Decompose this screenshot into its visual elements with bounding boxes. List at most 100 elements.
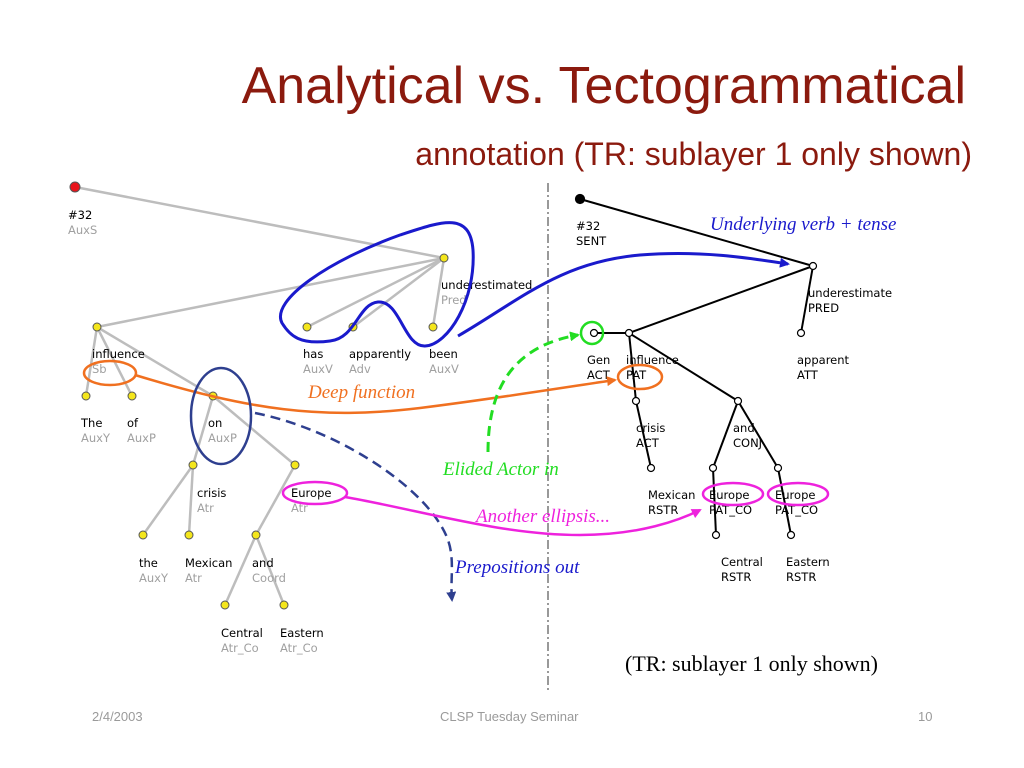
func-eastern: Atr_Co <box>280 641 318 655</box>
note-underlying: Underlying verb + tense <box>710 214 896 235</box>
label-root: #32 <box>68 208 92 222</box>
tnode-europe-2 <box>773 463 783 473</box>
tfunc-eastern: RSTR <box>786 570 816 584</box>
tfunc-europe-1: PAT_CO <box>709 503 752 517</box>
tlabel-and: and <box>733 421 755 435</box>
node-underestimated <box>439 253 449 263</box>
tlabel-underestimate: underestimate <box>808 286 892 300</box>
analytical-labels: #32 AuxS underestimated Pred influence S… <box>68 208 532 655</box>
func-mexican: Atr <box>185 571 202 585</box>
gen-highlight <box>579 320 605 346</box>
tecto-labels: #32 SENT underestimate PRED Gen ACT infl… <box>576 219 892 584</box>
label-has: has <box>303 347 323 361</box>
tnode-underestimate <box>808 261 818 271</box>
tnode-apparent <box>796 328 806 338</box>
label-underestimated: underestimated <box>441 278 532 292</box>
tfunc-apparent: ATT <box>797 368 819 382</box>
node-eastern <box>279 600 289 610</box>
deep-function-arrow <box>134 373 617 415</box>
aux-verb-enclosure <box>279 221 475 348</box>
label-of: of <box>127 416 139 430</box>
node-and <box>251 530 261 540</box>
verb-tense-arrow <box>457 251 790 338</box>
tnode-and <box>733 396 743 406</box>
tlabel-root: #32 <box>576 219 600 233</box>
pat-highlight <box>616 363 664 391</box>
func-central: Atr_Co <box>221 641 259 655</box>
footer-page-number: 10 <box>918 709 933 724</box>
tlabel-influence: influence <box>626 353 679 367</box>
label-on: on <box>208 416 222 430</box>
node-crisis <box>188 460 198 470</box>
label-been: been <box>429 347 458 361</box>
tfunc-central: RSTR <box>721 570 751 584</box>
node-mexican <box>184 530 194 540</box>
node-of <box>127 391 137 401</box>
elided-actor-arrow <box>486 331 580 453</box>
node-the-cap <box>81 391 91 401</box>
note-elided-actor: Elided Actor in <box>442 459 559 480</box>
slide-subtitle: annotation (TR: sublayer 1 only shown) <box>415 136 972 172</box>
sb-highlight <box>82 359 138 387</box>
node-europe <box>290 460 300 470</box>
analytical-root-node <box>69 181 81 193</box>
label-influence: influence <box>92 347 145 361</box>
tecto-europe-highlight-2 <box>766 481 830 507</box>
func-the-cap: AuxY <box>81 431 111 445</box>
tecto-root-node <box>574 193 586 205</box>
tfunc-root: SENT <box>576 234 607 248</box>
tfunc-europe-2: PAT_CO <box>775 503 818 517</box>
tnode-influence <box>624 328 634 338</box>
label-and: and <box>252 556 274 570</box>
func-been: AuxV <box>429 362 459 376</box>
tnode-europe-1 <box>708 463 718 473</box>
tfunc-gen: ACT <box>587 368 611 382</box>
tnode-eastern <box>786 530 796 540</box>
footer-center: CLSP Tuesday Seminar <box>440 709 579 724</box>
tlabel-apparent: apparent <box>797 353 850 367</box>
tlabel-central: Central <box>721 555 763 569</box>
tnode-central <box>711 530 721 540</box>
label-mexican: Mexican <box>185 556 232 570</box>
tnode-crisis <box>631 396 641 406</box>
tnode-mexican <box>646 463 656 473</box>
label-the: the <box>139 556 158 570</box>
another-ellipsis-arrow <box>344 495 702 537</box>
node-influence <box>92 322 102 332</box>
tfunc-mexican: RSTR <box>648 503 678 517</box>
tlabel-gen: Gen <box>587 353 610 367</box>
slide-title: Analytical vs. Tectogrammatical <box>241 57 966 115</box>
func-has: AuxV <box>303 362 333 376</box>
node-has <box>302 322 312 332</box>
tecto-europe-highlight-1 <box>701 481 765 507</box>
tlabel-europe-2: Europe <box>775 488 815 502</box>
func-root: AuxS <box>68 223 97 237</box>
note-sublayer: (TR: sublayer 1 only shown) <box>625 651 878 676</box>
tfunc-crisis: ACT <box>636 436 660 450</box>
func-crisis: Atr <box>197 501 214 515</box>
func-apparently: Adv <box>349 362 371 376</box>
tfunc-influence: PAT <box>626 368 647 382</box>
tlabel-mexican: Mexican <box>648 488 695 502</box>
label-the-cap: The <box>80 416 102 430</box>
note-deep-function: Deep function <box>307 382 415 403</box>
label-apparently: apparently <box>349 347 411 361</box>
footer-date: 2/4/2003 <box>92 709 143 724</box>
label-eastern: Eastern <box>280 626 324 640</box>
tecto-nodes <box>574 193 818 540</box>
func-and: Coord <box>252 571 286 585</box>
label-europe: Europe <box>291 486 331 500</box>
note-another-ellipsis: Another ellipsis... <box>474 506 610 527</box>
node-the <box>138 530 148 540</box>
tfunc-underestimate: PRED <box>808 301 839 315</box>
tlabel-europe-1: Europe <box>709 488 749 502</box>
note-prepositions-out: Prepositions out <box>454 557 580 578</box>
label-central: Central <box>221 626 263 640</box>
tfunc-and: CONJ <box>733 436 762 450</box>
tlabel-crisis: crisis <box>636 421 665 435</box>
tnode-gen <box>589 328 599 338</box>
func-influence: Sb <box>92 362 107 376</box>
preposition-highlight <box>189 366 253 466</box>
func-of: AuxP <box>127 431 156 445</box>
